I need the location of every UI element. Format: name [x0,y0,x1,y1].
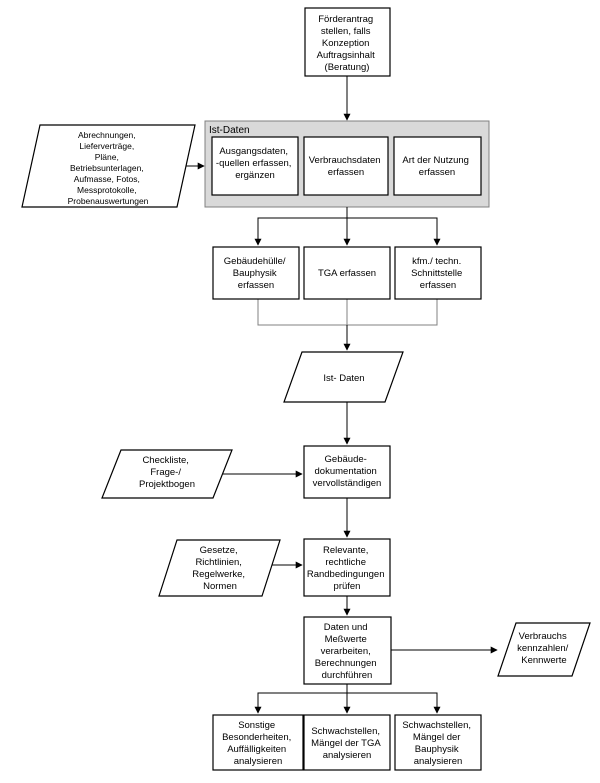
process-rechtliche: Relevante, rechtliche Randbedingungen pr… [303,538,391,597]
process-gebaeudehuelle-label: Gebäudehülle/ Bauphysik erfassen [224,256,288,291]
edges [177,76,498,714]
data-gesetze: Gesetze, Richtlinien, Regelwerke, Normen [158,539,281,597]
process-tga: TGA erfassen [303,246,391,300]
data-checkliste-label: Checkliste, Frage-/ Projektbogen [139,455,195,490]
process-kfm: kfm./ techn. Schnittstelle erfassen [394,246,482,300]
data-gesetze-label: Gesetze, Richtlinien, Regelwerke, Normen [192,545,247,592]
process-sonstige-label: Sonstige Besonderheiten, Auffälligkeiten… [222,720,294,767]
process-gebaeudedoku: Gebäude- dokumentation vervollständigen [303,445,391,499]
data-checkliste: Checkliste, Frage-/ Projektbogen [101,449,233,499]
process-schwach-bauphysik-label: Schwachstellen, Mängel der Bauphysik ana… [402,720,473,767]
edge-daten-sonstige [254,684,348,714]
data-ist-daten-label: Ist- Daten [323,373,364,384]
process-art-der-nutzung-label: Art der Nutzung erfassen [402,155,471,178]
ist-daten-group-label: Ist-Daten [209,125,250,136]
edge-istdaten-gebaeudehuelle [254,207,348,246]
data-verbrauchskennzahlen-label: Verbrauchs kennzahlen/ Kennwerte [517,631,571,666]
process-gebaeudehuelle: Gebäudehülle/ Bauphysik erfassen [212,246,300,300]
process-schwach-bauphysik: Schwachstellen, Mängel der Bauphysik ana… [394,714,482,771]
process-tga-label: TGA erfassen [318,268,376,279]
process-ausgangsdaten: Ausgangsdaten, -quellen erfassen, ergänz… [211,136,299,196]
process-ausgangsdaten-label: Ausgangsdaten, -quellen erfassen, ergänz… [216,146,294,181]
data-verbrauchskennzahlen: Verbrauchs kennzahlen/ Kennwerte [497,622,591,677]
process-verbrauchsdaten: Verbrauchsdaten erfassen [303,136,389,196]
edge-daten-schwach-bauphysik [347,692,441,714]
data-abrechnungen: Abrechnungen, Lieferverträge, Pläne, Bet… [21,124,196,208]
process-sonstige: Sonstige Besonderheiten, Auffälligkeiten… [212,714,304,771]
process-verbrauchsdaten-label: Verbrauchsdaten erfassen [309,155,383,178]
process-daten-messwerte: Daten und Meßwerte verarbeiten, Berechnu… [303,616,392,685]
process-schwach-tga: Schwachstellen, Mängel der TGA analysier… [303,714,391,771]
process-kfm-label: kfm./ techn. Schnittstelle erfassen [411,256,465,291]
process-foerderantrag: Förderantrag stellen, falls Konzeption A… [304,7,391,77]
process-art-der-nutzung: Art der Nutzung erfassen [393,136,482,196]
data-ist-daten: Ist- Daten [283,351,404,403]
edge-istdaten-kfm [347,217,441,246]
process-gebaeudedoku-label: Gebäude- dokumentation vervollständigen [313,454,382,489]
data-abrechnungen-label: Abrechnungen, Lieferverträge, Pläne, Bet… [68,130,149,206]
process-daten-messwerte-label: Daten und Meßwerte verarbeiten, Berechnu… [315,622,379,681]
process-rechtliche-label: Relevante, rechtliche Randbedingungen pr… [307,545,387,592]
process-schwach-tga-label: Schwachstellen, Mängel der TGA analysier… [311,726,383,761]
process-foerderantrag-label: Förderantrag stellen, falls Konzeption A… [317,14,378,73]
